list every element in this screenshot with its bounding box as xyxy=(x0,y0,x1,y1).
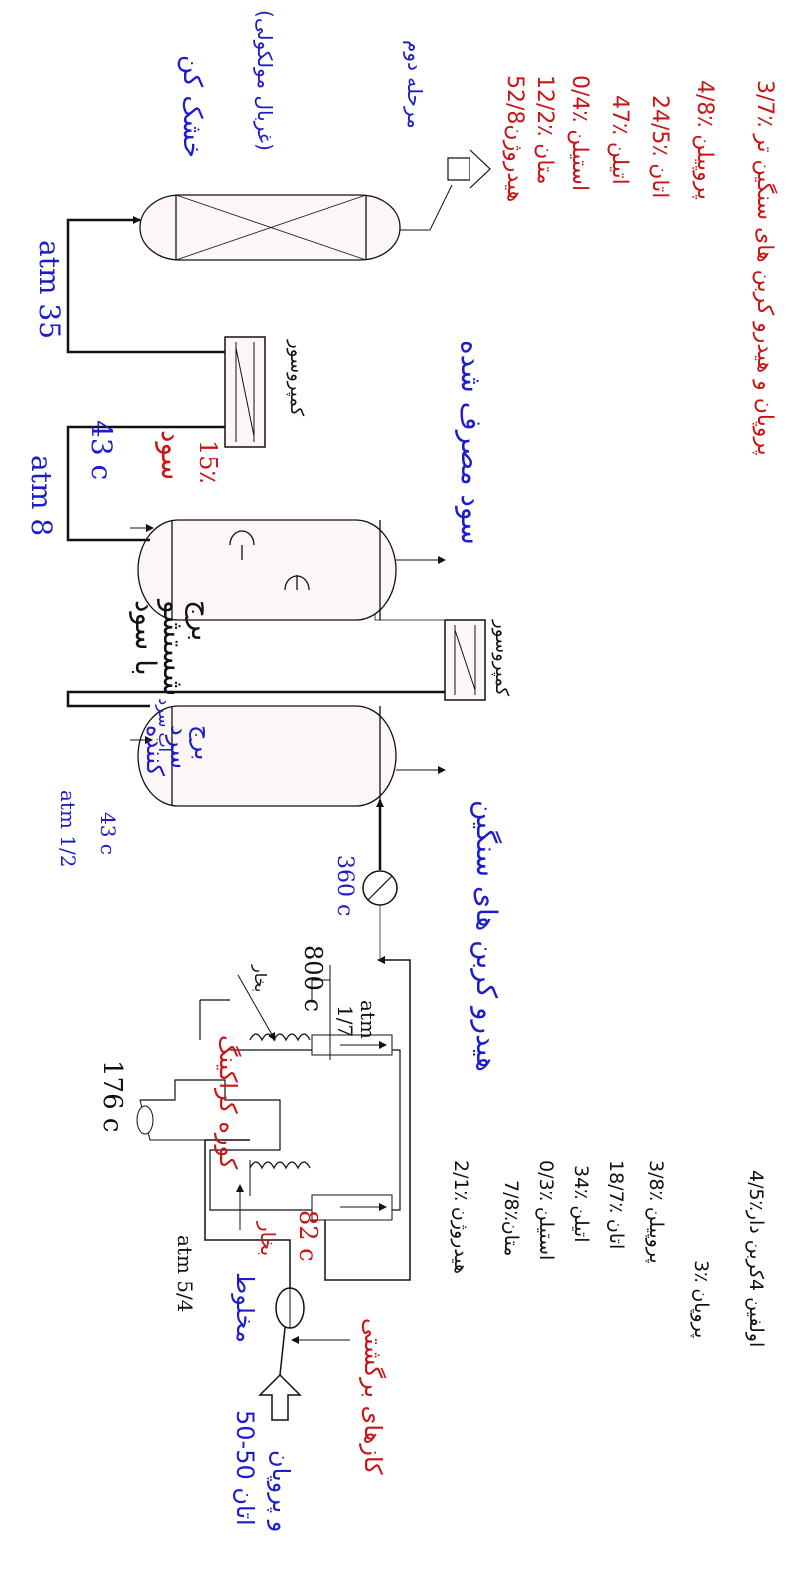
pressure-1-2: atm 1/2 xyxy=(56,790,80,868)
feed-label-line1: 50-50 اتان xyxy=(231,1410,259,1526)
compressor-1 xyxy=(444,619,486,701)
feed-to-furnace-line xyxy=(204,1139,291,1288)
stage2-item-6: 4/8٪ پروپیلن xyxy=(692,80,717,200)
stage2-item-7: 3/7٪ پروپان و هیدرو کربن های سنگین تر xyxy=(752,80,777,456)
compressor2-outlet xyxy=(66,216,225,354)
cracking-furnace xyxy=(136,999,401,1211)
steam-arrow-right xyxy=(237,974,276,1041)
feed-inlet-arrow-icon xyxy=(258,1373,302,1421)
compressor-2 xyxy=(224,336,266,448)
pressure-1-7-unit: atm xyxy=(356,1000,380,1039)
mixture-label: مخلوط xyxy=(231,1272,259,1343)
temp-360: 360 c xyxy=(332,855,357,917)
soda-label: سود xyxy=(155,430,188,481)
effluent-item-6: 3/8٪ پروپیلن xyxy=(645,1160,667,1264)
soda-wash-tower-label: برج شستشو با سود xyxy=(129,600,218,697)
temp-43-b: 43 c xyxy=(85,420,118,481)
feed-heater xyxy=(275,1287,305,1329)
dryer-sublabel: (غربال مولکولی) xyxy=(253,10,277,151)
furnace-coil-lower xyxy=(249,1160,393,1221)
compressor-2-label: کمپروسور xyxy=(286,340,307,417)
product-outlet-arrow-icon xyxy=(447,149,491,189)
stage2-item-3: 0/4٪ استیلن xyxy=(567,75,592,192)
temp-43-a: 43 c xyxy=(96,812,120,856)
dryer-label: خشک کن xyxy=(177,55,207,158)
pressure-8: atm 8 xyxy=(25,455,58,537)
stage2-item-1: 52/8هیدروژن xyxy=(502,75,527,203)
quench-inlet xyxy=(311,965,331,1060)
cooler-tower xyxy=(137,705,397,807)
spent-soda-label: سود مصرف شده xyxy=(455,340,488,545)
dryer xyxy=(139,194,401,261)
compressor-1-label: کمپروسور xyxy=(491,620,512,697)
effluent-item-7: 3٪ پروپان xyxy=(690,1260,712,1339)
steam-label-left: بخار xyxy=(256,1222,280,1257)
pressure-35: atm 35 xyxy=(33,240,66,340)
cooler-top-line xyxy=(66,690,445,708)
effluent-item-2: 7/8٪متان xyxy=(500,1180,522,1257)
wash-top-line xyxy=(66,425,225,542)
furnace-coil-upper xyxy=(249,1033,393,1056)
stage2-item-5: 24/5٪ اتان xyxy=(647,95,672,199)
temp-82: 82 c xyxy=(294,1210,322,1262)
temp-176: 176 c xyxy=(97,1060,127,1133)
recycle-gases-label: کازهای برگشتی xyxy=(359,1318,387,1475)
effluent-item-5: 18/7٪ اتان xyxy=(605,1160,627,1250)
effluent-item-3: 0/3٪ استیلن xyxy=(535,1160,557,1261)
steam-label-right: بخار xyxy=(251,965,270,993)
effluent-item-4: 34٪ اتیلن xyxy=(570,1165,592,1243)
effluent-item-1: 2/1٪ هیدروژن xyxy=(450,1160,472,1275)
stage2-item-4: 47٪ اتیلن xyxy=(607,95,632,185)
soda-percent: 15٪ xyxy=(194,440,222,484)
heat-exchanger xyxy=(362,870,398,906)
feed-label-line2: و پروپان xyxy=(267,1450,295,1533)
cooler-tower-label: برج سرد کننده xyxy=(141,725,217,777)
heavy-hydrocarbons-label: هیدرو کربن های سنگین xyxy=(470,800,503,1072)
second-stage-label: مرحله دوم xyxy=(403,40,427,129)
stage2-item-2: 12/2٪ متان xyxy=(532,75,557,185)
effluent-item-8: 4/5٪اولفین 4کربن دار xyxy=(745,1170,767,1348)
pressure-5-4: atm 5/4 xyxy=(173,1235,197,1313)
soda-wash-tower xyxy=(137,519,397,621)
pressure-1-7: 1/7 xyxy=(333,1005,357,1038)
furnace-label: کوره کراکینگ xyxy=(214,1035,242,1170)
dryer-outlet xyxy=(400,184,453,231)
recycle-loop xyxy=(324,956,411,1281)
temp-800: 800 c xyxy=(299,945,327,1012)
